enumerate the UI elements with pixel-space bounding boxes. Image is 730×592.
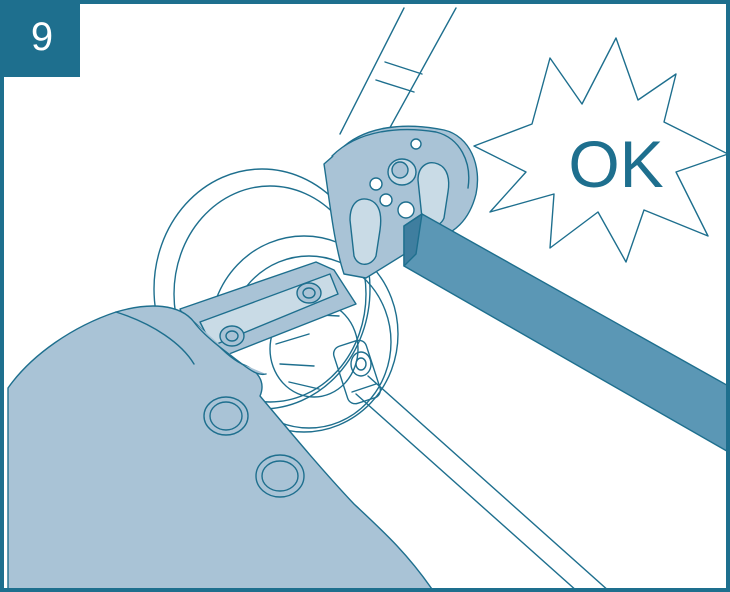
ok-label: OK (551, 119, 681, 209)
inserted-tube-icon (404, 214, 730, 454)
assembly-illustration (4, 4, 730, 592)
step-number-badge: 9 (4, 4, 80, 77)
hand-glove-icon (8, 306, 434, 592)
frame-tube-icon (340, 8, 456, 142)
